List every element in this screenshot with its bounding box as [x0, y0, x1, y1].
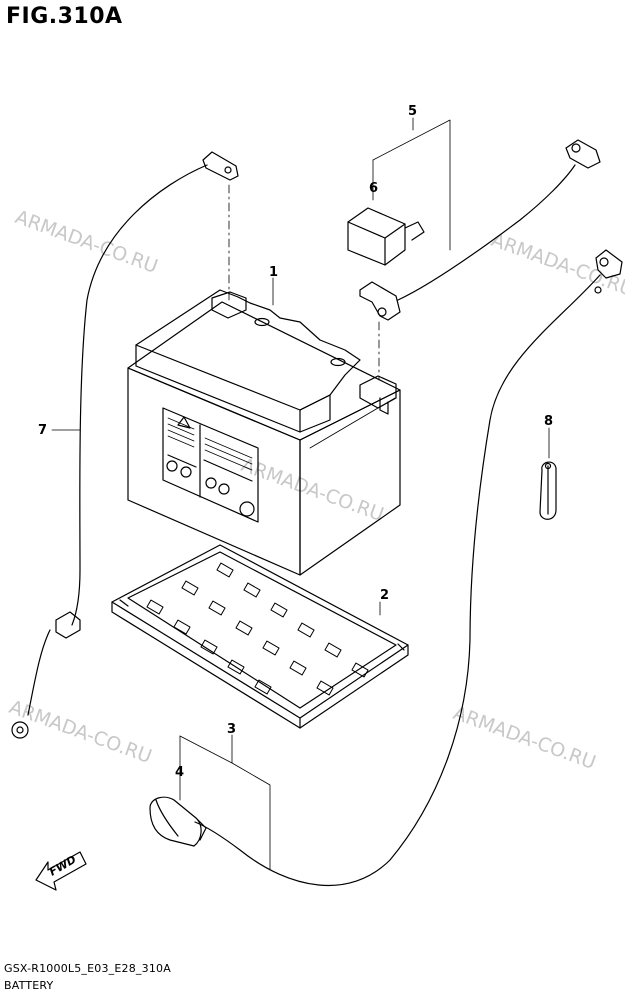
forward-arrow-icon: [35, 851, 87, 891]
battery-tray: [111, 544, 409, 729]
figure-name: BATTERY: [4, 979, 54, 992]
callout-6: 6: [369, 181, 378, 196]
battery: [127, 289, 401, 576]
callout-7: 7: [38, 423, 47, 438]
figure-code: GSX-R1000L5_E03_E28_310A: [4, 962, 171, 975]
callout-numbers: 1 2 3 4 5 6 7 8: [38, 104, 553, 780]
terminal-boot-cap: [149, 796, 207, 847]
callout-3: 3: [227, 722, 236, 737]
positive-lead-wire: [359, 139, 601, 381]
figure-title: FIG.310A: [6, 4, 123, 29]
watermark-4: ARMADA-CO.RU: [6, 696, 154, 768]
watermark-5: ARMADA-CO.RU: [450, 702, 598, 774]
negative-lead-wire: [11, 151, 239, 739]
callout-5: 5: [408, 104, 417, 119]
callout-8: 8: [544, 414, 553, 429]
callout-leaders: [51, 117, 550, 871]
cable-clamp: [539, 461, 557, 520]
terminal-cover: [347, 207, 425, 266]
callout-4: 4: [175, 765, 184, 780]
watermark-3: ARMADA-CO.RU: [238, 454, 386, 526]
watermark-1: ARMADA-CO.RU: [12, 206, 160, 278]
watermark-2: ARMADA-CO.RU: [488, 229, 625, 301]
main-cable: [194, 249, 623, 887]
callout-2: 2: [380, 588, 389, 603]
callout-1: 1: [269, 265, 278, 280]
watermarks: ARMADA-CO.RU ARMADA-CO.RU ARMADA-CO.RU A…: [6, 206, 625, 774]
